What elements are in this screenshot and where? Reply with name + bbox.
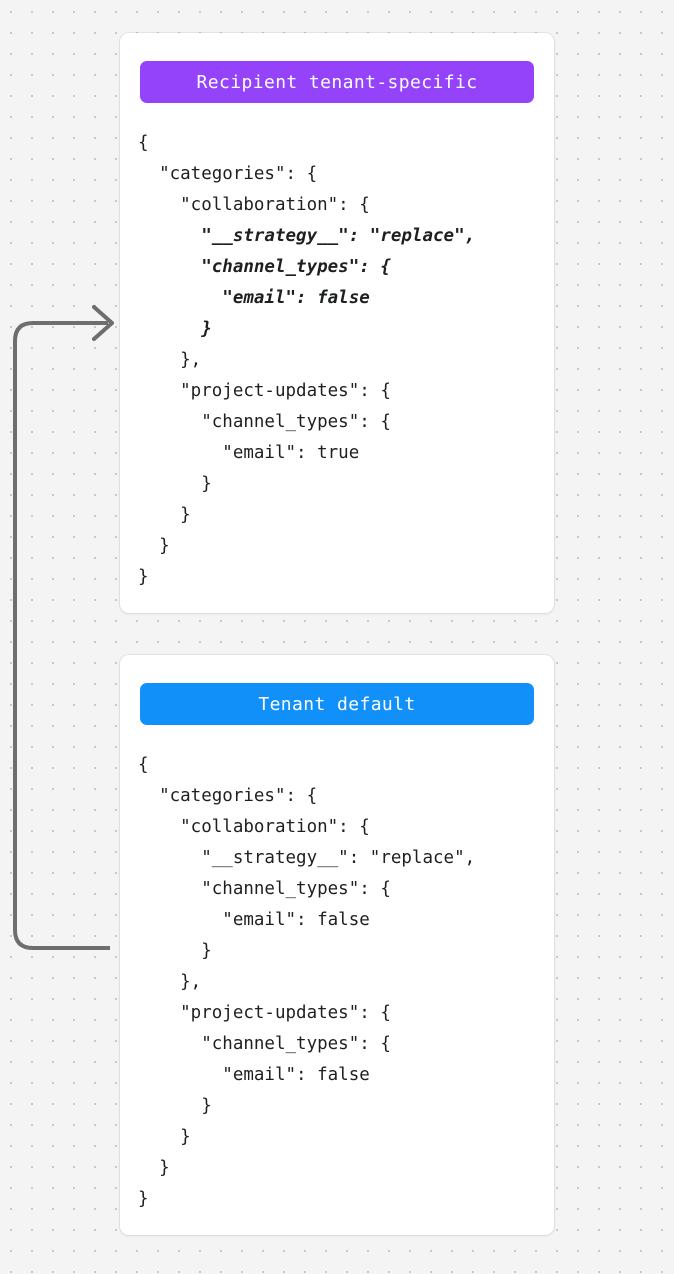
recipient-tenant-specific-header: Recipient tenant-specific	[140, 61, 534, 103]
arrow-path	[13, 321, 110, 950]
code-line: }	[138, 319, 212, 339]
code-line: "email": false	[138, 910, 370, 930]
code-line: "channel_types": {	[138, 1034, 391, 1054]
recipient-tenant-specific-card: Recipient tenant-specific { "categories"…	[120, 33, 554, 613]
code-line: }	[138, 505, 191, 525]
code-line: {	[138, 755, 149, 775]
code-line: }	[138, 474, 212, 494]
code-line: "email": false	[138, 1065, 370, 1085]
code-line: "__strategy__": "replace",	[138, 226, 476, 246]
code-line: "__strategy__": "replace",	[138, 848, 476, 868]
code-line: "project-updates": {	[138, 381, 391, 401]
code-line: },	[138, 350, 202, 370]
code-line: "project-updates": {	[138, 1003, 391, 1023]
tenant-default-card: Tenant default { "categories": { "collab…	[120, 655, 554, 1235]
code-line: },	[138, 972, 202, 992]
arrowhead-icon	[92, 305, 114, 341]
code-line: }	[138, 941, 212, 961]
tenant-default-code: { "categories": { "collaboration": { "__…	[138, 750, 544, 1215]
code-line: }	[138, 567, 149, 587]
code-line: }	[138, 1189, 149, 1209]
code-line: }	[138, 1158, 170, 1178]
code-line: "channel_types": {	[138, 412, 391, 432]
code-line: "channel_types": {	[138, 257, 391, 277]
code-line: {	[138, 133, 149, 153]
code-line: }	[138, 1096, 212, 1116]
code-line: "collaboration": {	[138, 195, 370, 215]
code-line: "email": true	[138, 443, 360, 463]
code-line: "channel_types": {	[138, 879, 391, 899]
recipient-tenant-specific-code: { "categories": { "collaboration": { "__…	[138, 128, 544, 593]
code-line: "collaboration": {	[138, 817, 370, 837]
code-line: }	[138, 1127, 191, 1147]
code-line: "categories": {	[138, 786, 318, 806]
code-line: "email": false	[138, 288, 370, 308]
code-line: }	[138, 536, 170, 556]
tenant-default-header: Tenant default	[140, 683, 534, 725]
code-line: "categories": {	[138, 164, 318, 184]
